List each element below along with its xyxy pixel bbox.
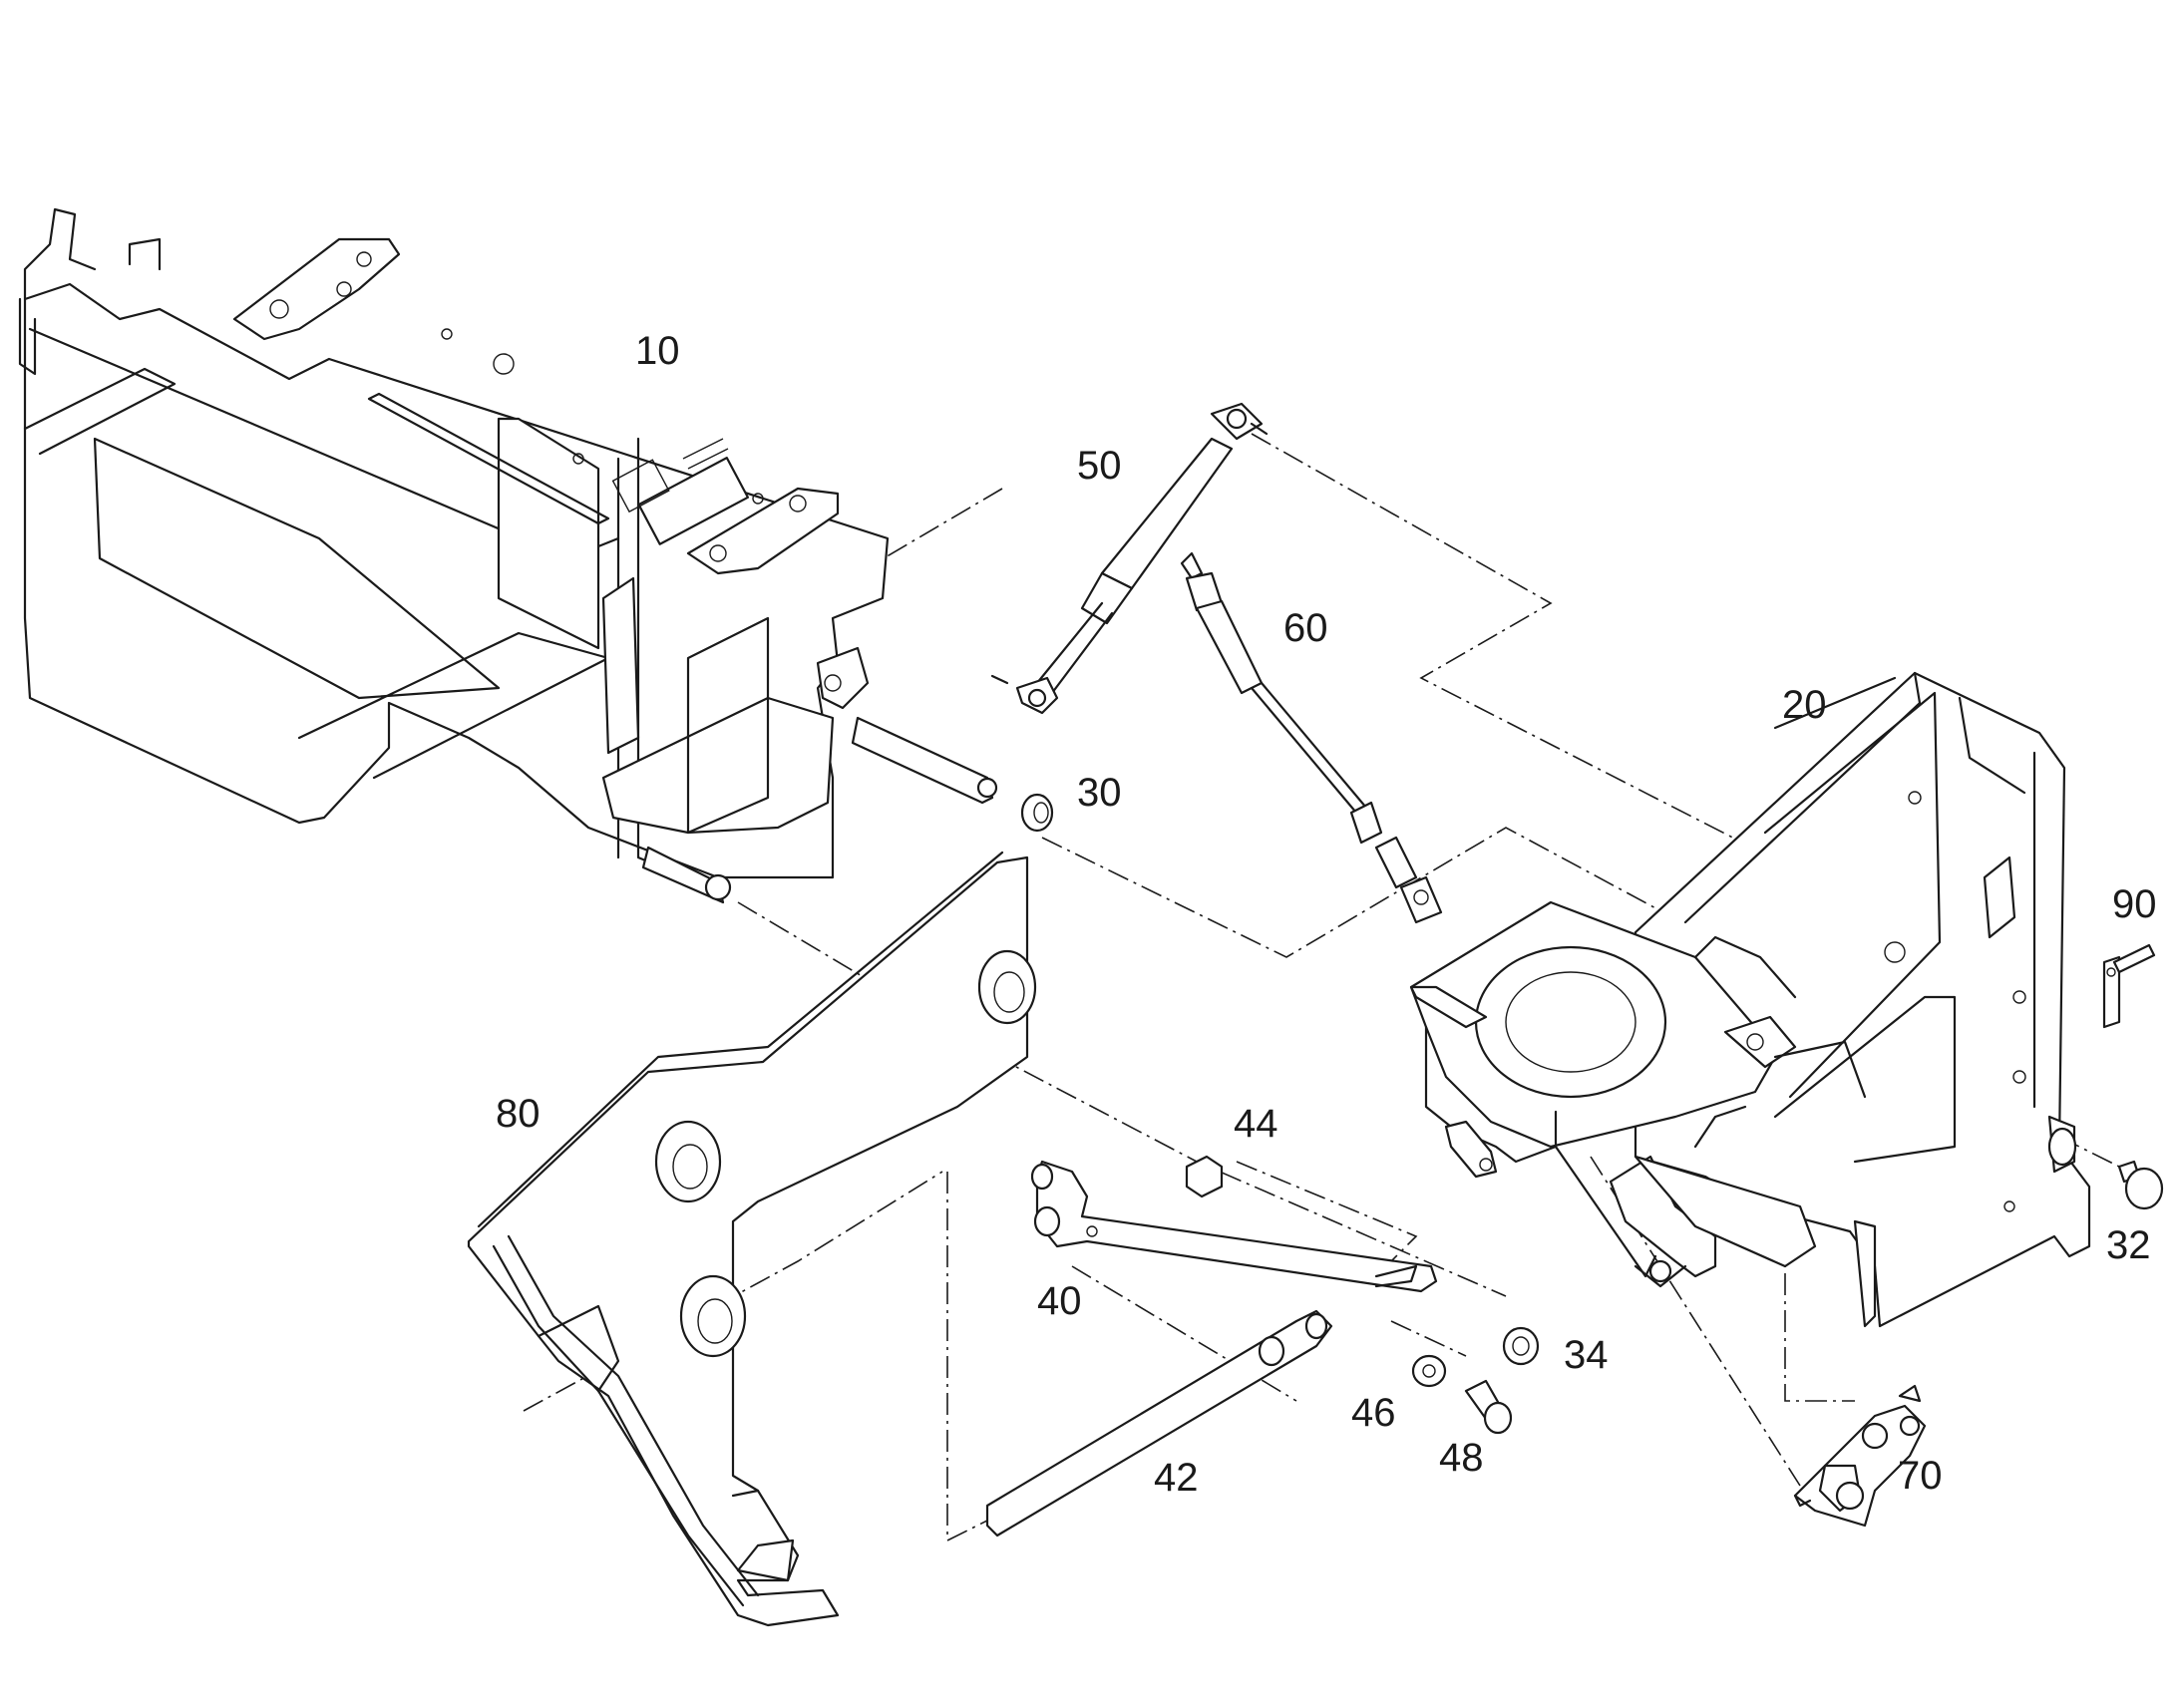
callout-44: 44 (1234, 1102, 1278, 1146)
callout-30: 30 (1077, 771, 1122, 815)
part-50-gas-spring (990, 402, 1269, 715)
callout-40: 40 (1037, 1279, 1082, 1323)
callout-90: 90 (2112, 882, 2157, 926)
callout-60: 60 (1283, 606, 1328, 650)
part-32-plug (2117, 1160, 2164, 1210)
part-70-latch (1793, 1384, 1927, 1528)
part-42-bar (985, 1309, 1333, 1537)
part-40-lever (1030, 1160, 1438, 1293)
part-30-clip-ring (1020, 793, 1054, 833)
part-46-washer (1411, 1354, 1447, 1388)
callout-10: 10 (635, 329, 680, 373)
callout-34: 34 (1564, 1333, 1609, 1377)
callout-46: 46 (1351, 1391, 1396, 1435)
part-80-side-cover (467, 851, 1037, 1627)
callout-70: 70 (1898, 1454, 1943, 1498)
part-20-bracket (1409, 671, 2091, 1328)
part-10-seat-frame (18, 207, 998, 904)
callout-80: 80 (496, 1092, 541, 1136)
part-34-bushing (1502, 1326, 1540, 1366)
callout-48: 48 (1439, 1436, 1484, 1480)
callout-32: 32 (2106, 1223, 2151, 1267)
callout-42: 42 (1154, 1456, 1199, 1500)
callout-20: 20 (1782, 683, 1827, 727)
part-44-nut (1185, 1155, 1224, 1198)
callout-labels: 10 50 60 20 30 90 80 44 40 34 46 48 42 7… (496, 329, 2157, 1500)
part-90-bracket-plate (2102, 943, 2156, 1029)
callout-50: 50 (1077, 444, 1122, 488)
part-60-gas-strut (1180, 551, 1443, 924)
part-48-bolt (1464, 1379, 1513, 1435)
